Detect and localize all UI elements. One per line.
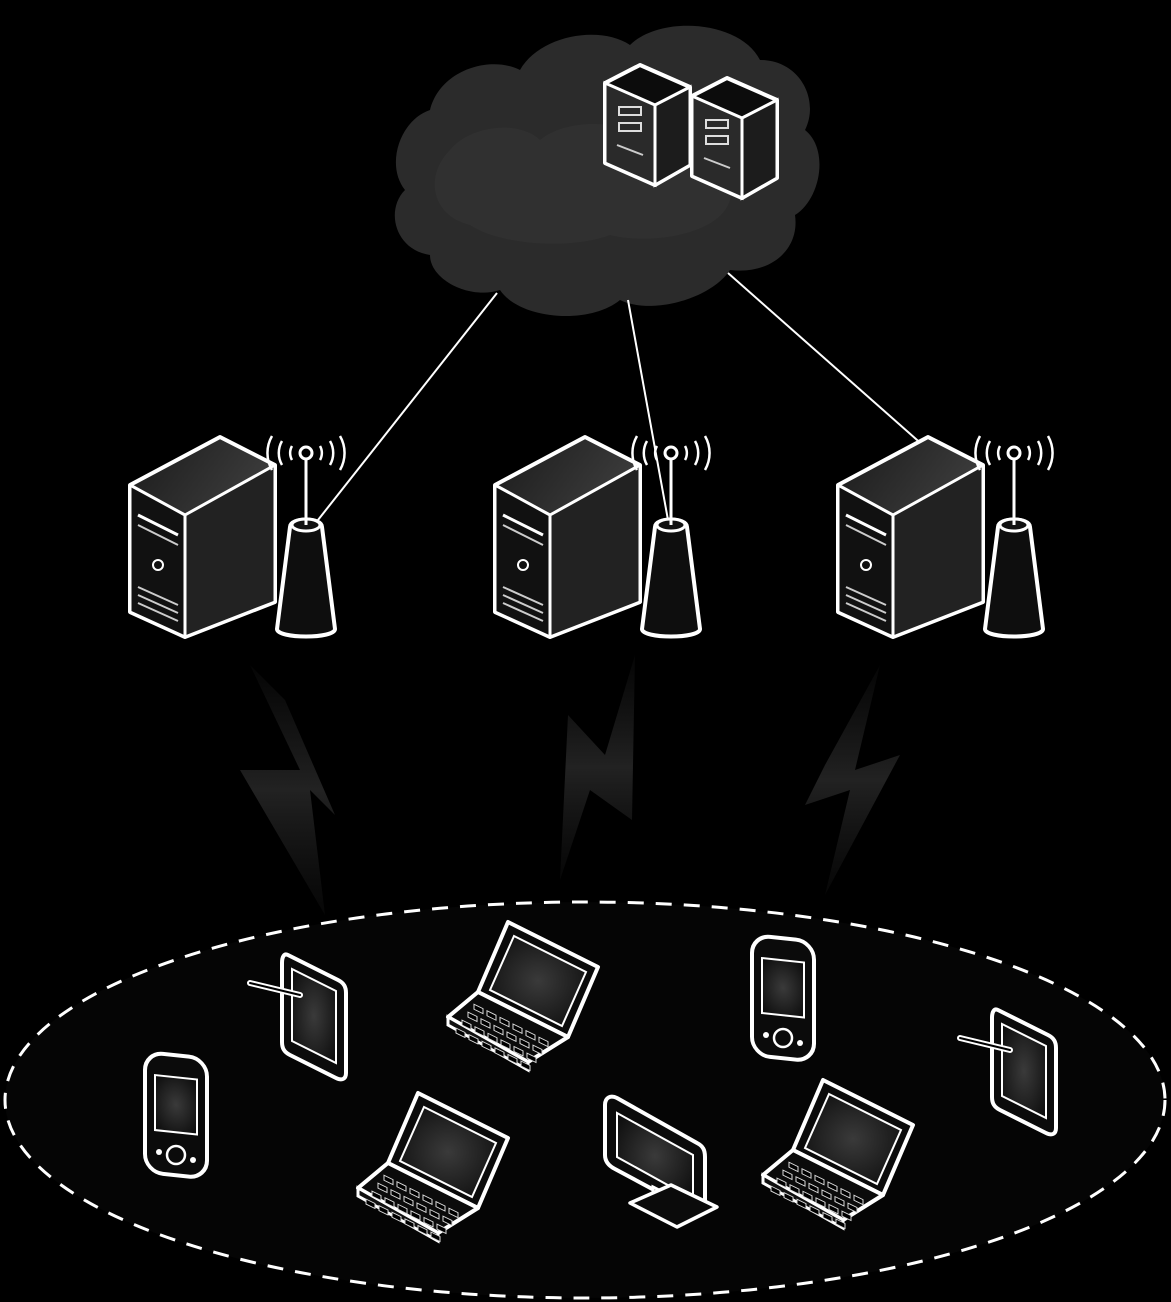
pda-icon: [143, 1051, 209, 1179]
tablet-with-stylus-icon: [957, 1007, 1058, 1137]
laptop-icon: [761, 1078, 915, 1231]
wireless-antenna-icon: [266, 435, 346, 639]
lightning-bolt-icon: [805, 665, 900, 895]
tower-server-icon: [493, 435, 642, 639]
cloud-icon: [394, 25, 820, 317]
pda-icon: [750, 934, 816, 1062]
link-cloud-to-edge-3: [727, 272, 926, 448]
link-cloud-to-edge-2: [627, 299, 669, 521]
monitor-icon: [603, 1094, 719, 1229]
tablet-with-stylus-icon: [247, 952, 348, 1082]
lightning-bolt-icon: [240, 665, 335, 915]
server-rack-icon: [603, 63, 692, 188]
link-cloud-to-edge-1: [317, 292, 498, 521]
tower-server-icon: [128, 435, 277, 639]
wireless-antenna-icon: [631, 435, 711, 639]
tower-server-icon: [836, 435, 985, 639]
wireless-antenna-icon: [974, 435, 1054, 639]
server-rack-icon: [690, 76, 779, 201]
edge-node-2: [493, 435, 711, 639]
edge-node-3: [836, 435, 1054, 639]
laptop-icon: [356, 1091, 510, 1244]
devices: [143, 920, 1058, 1244]
edge-node-1: [128, 435, 346, 639]
laptop-icon: [446, 920, 600, 1073]
lightning-bolt-icon: [560, 655, 635, 880]
